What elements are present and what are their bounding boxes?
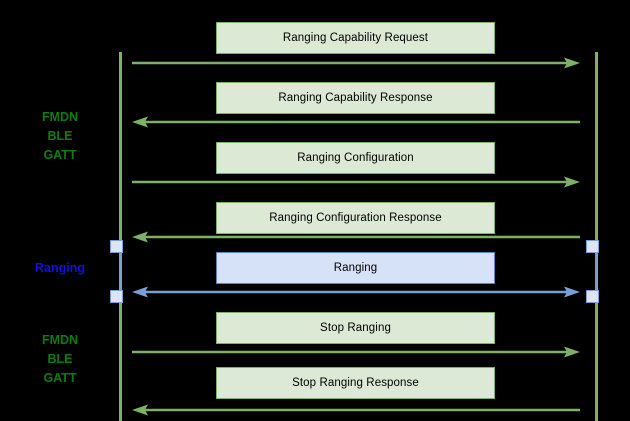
arrow-ranging-configuration [130,175,582,189]
message-box-ranging[interactable]: Ranging [216,252,495,284]
message-label: Stop Ranging Response [292,377,419,389]
message-label: Ranging Configuration [297,152,414,164]
arrow-ranging-bidirectional [130,285,582,299]
message-label: Ranging Capability Request [282,32,429,44]
activation-left-start [110,240,123,253]
message-box-stop-ranging[interactable]: Stop Ranging [216,312,495,344]
activation-left-end [110,290,123,303]
message-label: Ranging [333,262,378,274]
arrow-ranging-capability-request [130,56,582,70]
right-lifeline-ranging-segment [595,242,598,300]
message-box-ranging-capability-response[interactable]: Ranging Capability Response [216,82,495,114]
activation-right-end [586,290,599,303]
left-lifeline-lower [119,300,122,421]
message-label: Ranging Capability Response [278,92,433,104]
left-lifeline-ranging-segment [119,242,122,300]
message-box-stop-ranging-response[interactable]: Stop Ranging Response [216,367,495,399]
message-box-ranging-configuration-response[interactable]: Ranging Configuration Response [216,202,495,234]
activation-right-start [586,240,599,253]
arrow-ranging-capability-response [130,115,582,129]
arrow-stop-ranging-response [130,403,582,417]
arrow-ranging-configuration-response [130,230,582,244]
side-label-fmdn-ble-gatt-bottom: FMDN BLE GATT [41,333,79,385]
arrow-stop-ranging [130,345,582,359]
right-lifeline-lower [595,300,598,421]
side-label-ranging: Ranging [35,261,85,275]
right-lifeline-upper [595,52,598,242]
message-box-ranging-capability-request[interactable]: Ranging Capability Request [216,22,495,54]
side-label-fmdn-ble-gatt-top: FMDN BLE GATT [41,110,79,162]
message-label: Ranging Configuration Response [269,212,442,224]
message-box-ranging-configuration[interactable]: Ranging Configuration [216,142,495,174]
left-lifeline-upper [119,52,122,242]
message-label: Stop Ranging [320,322,391,334]
